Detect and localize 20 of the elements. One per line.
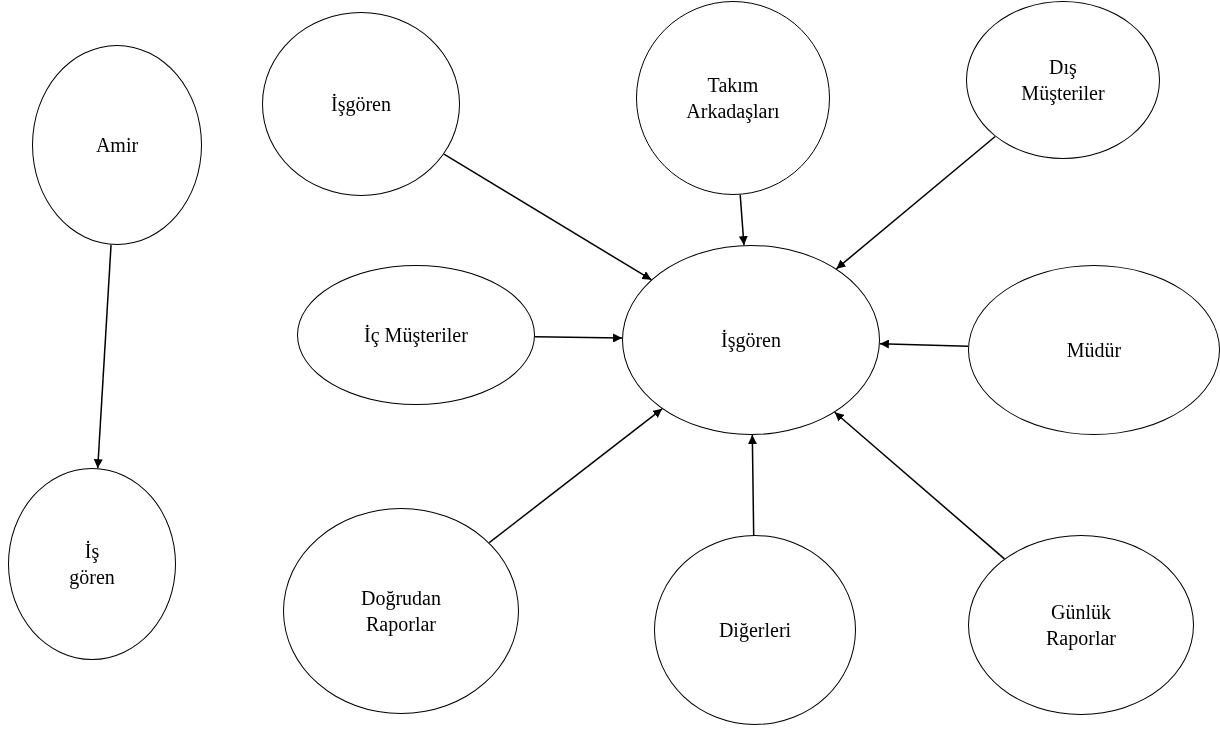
- node-label: Dış Müşteriler: [1020, 55, 1106, 106]
- node-label: Doğrudan Raporlar: [360, 586, 442, 637]
- node-label: İşgören: [331, 92, 391, 117]
- node-label: Diğerleri: [718, 618, 792, 643]
- arrow: [879, 339, 969, 349]
- arrow: [833, 411, 1006, 560]
- node-label: Günlük Raporlar: [1045, 600, 1117, 651]
- node-label: İş gören: [68, 539, 116, 590]
- arrow: [738, 194, 748, 246]
- arrow: [534, 333, 623, 343]
- arrow: [835, 135, 996, 270]
- node-label: İşgören: [721, 328, 781, 353]
- arrow: [747, 434, 757, 536]
- node-label: Takım Arkadaşları: [685, 73, 781, 124]
- node-label: Amir: [95, 133, 139, 158]
- node-label: Müdür: [1066, 338, 1122, 363]
- arrow: [488, 408, 663, 544]
- arrow: [443, 153, 653, 281]
- node-label: İç Müşteriler: [364, 323, 468, 348]
- arrow: [93, 244, 112, 469]
